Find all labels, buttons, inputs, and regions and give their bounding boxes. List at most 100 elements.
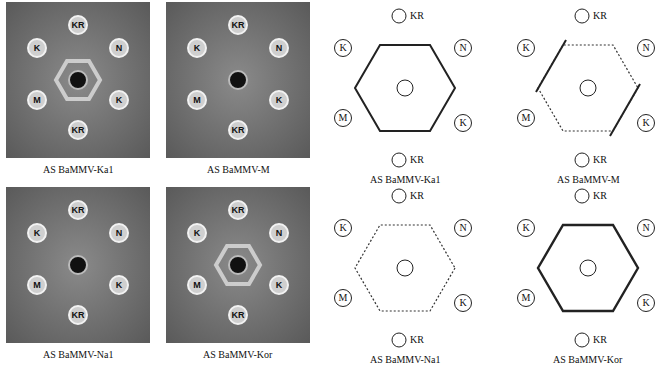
well-label: KR bbox=[72, 206, 85, 215]
gel-well: M bbox=[27, 90, 47, 110]
gel-photo bbox=[6, 2, 150, 158]
precipitin-line bbox=[355, 225, 455, 311]
well-label: KR bbox=[593, 11, 607, 21]
plate-caption: AS BaMMV-M bbox=[207, 165, 270, 175]
antigen-well: K bbox=[454, 114, 472, 132]
center-well bbox=[69, 256, 87, 274]
gel-photo bbox=[166, 2, 310, 158]
precipitin-line bbox=[355, 45, 455, 131]
well-label: K bbox=[276, 96, 283, 105]
well-label: K bbox=[522, 223, 529, 233]
well-label: KR bbox=[72, 311, 85, 320]
well-label: N bbox=[276, 44, 283, 53]
antiserum-well: KR bbox=[391, 152, 424, 168]
well-label: K bbox=[522, 43, 529, 53]
well-label: K bbox=[34, 229, 41, 238]
well-label: M bbox=[522, 113, 531, 123]
antigen-well: N bbox=[637, 39, 655, 57]
well-label: KR bbox=[410, 155, 424, 165]
well-label: M bbox=[193, 281, 201, 290]
well-label: N bbox=[642, 223, 649, 233]
well-label: N bbox=[116, 44, 123, 53]
gel-photo bbox=[6, 187, 150, 343]
antigen-well: K bbox=[454, 294, 472, 312]
well-label: KR bbox=[410, 11, 424, 21]
gel-well: K bbox=[187, 38, 207, 58]
antiserum-well: KR bbox=[391, 8, 424, 24]
well-label: KR bbox=[72, 21, 85, 30]
precipitin-line bbox=[538, 45, 638, 131]
well-label: KR bbox=[232, 126, 245, 135]
gel-well: KR bbox=[68, 200, 88, 220]
well-label: KR bbox=[232, 206, 245, 215]
well-label: KR bbox=[232, 311, 245, 320]
well-label: K bbox=[339, 43, 346, 53]
well-label: KR bbox=[593, 155, 607, 165]
antiserum-well: KR bbox=[574, 188, 607, 204]
center-well bbox=[580, 260, 596, 276]
well-circle bbox=[391, 152, 407, 168]
well-label: K bbox=[642, 298, 649, 308]
antigen-well: K bbox=[637, 294, 655, 312]
well-label: K bbox=[642, 118, 649, 128]
antigen-well: M bbox=[517, 109, 535, 127]
antiserum-well: KR bbox=[574, 152, 607, 168]
gel-well: N bbox=[269, 223, 289, 243]
antiserum-well: KR bbox=[574, 8, 607, 24]
center-well bbox=[229, 256, 247, 274]
gel-well: K bbox=[27, 38, 47, 58]
well-label: KR bbox=[410, 335, 424, 345]
well-label: K bbox=[194, 44, 201, 53]
well-label: N bbox=[276, 229, 283, 238]
well-label: KR bbox=[593, 191, 607, 201]
well-label: K bbox=[276, 281, 283, 290]
well-circle bbox=[391, 332, 407, 348]
well-label: K bbox=[194, 229, 201, 238]
plate-caption: AS BaMMV-M bbox=[557, 175, 620, 185]
well-label: KR bbox=[72, 126, 85, 135]
center-well bbox=[397, 260, 413, 276]
well-label: K bbox=[116, 281, 123, 290]
well-label: N bbox=[459, 223, 466, 233]
gel-well: KR bbox=[68, 305, 88, 325]
well-label: M bbox=[33, 281, 41, 290]
precipitin-line bbox=[538, 225, 638, 311]
gel-well: K bbox=[187, 223, 207, 243]
plate-caption: AS BaMMV-Na1 bbox=[43, 350, 113, 360]
gel-well: KR bbox=[228, 120, 248, 140]
antiserum-well: KR bbox=[391, 332, 424, 348]
antigen-well: M bbox=[517, 289, 535, 307]
precipitin-line bbox=[536, 40, 566, 92]
well-circle bbox=[574, 8, 590, 24]
gel-well: K bbox=[27, 223, 47, 243]
well-label: M bbox=[339, 113, 348, 123]
antigen-well: N bbox=[454, 219, 472, 237]
well-circle bbox=[391, 8, 407, 24]
well-label: K bbox=[34, 44, 41, 53]
antigen-well: K bbox=[517, 219, 535, 237]
well-circle bbox=[574, 188, 590, 204]
gel-well: M bbox=[187, 90, 207, 110]
precipitin-ring bbox=[216, 246, 260, 284]
gel-well: KR bbox=[228, 15, 248, 35]
well-label: N bbox=[459, 43, 466, 53]
well-label: KR bbox=[410, 191, 424, 201]
well-label: K bbox=[459, 118, 466, 128]
antigen-well: M bbox=[334, 289, 352, 307]
precipitin-line bbox=[610, 84, 640, 136]
well-circle bbox=[574, 332, 590, 348]
antigen-well: M bbox=[334, 109, 352, 127]
plate-caption: AS BaMMV-Kor bbox=[553, 355, 622, 365]
well-label: M bbox=[33, 96, 41, 105]
gel-well: N bbox=[109, 38, 129, 58]
gel-well: KR bbox=[228, 305, 248, 325]
center-well bbox=[229, 71, 247, 89]
gel-well: K bbox=[109, 275, 129, 295]
gel-well: K bbox=[269, 275, 289, 295]
gel-well: N bbox=[269, 38, 289, 58]
well-label: K bbox=[116, 96, 123, 105]
plate-caption: AS BaMMV-Kor bbox=[203, 350, 272, 360]
antiserum-well: KR bbox=[574, 332, 607, 348]
